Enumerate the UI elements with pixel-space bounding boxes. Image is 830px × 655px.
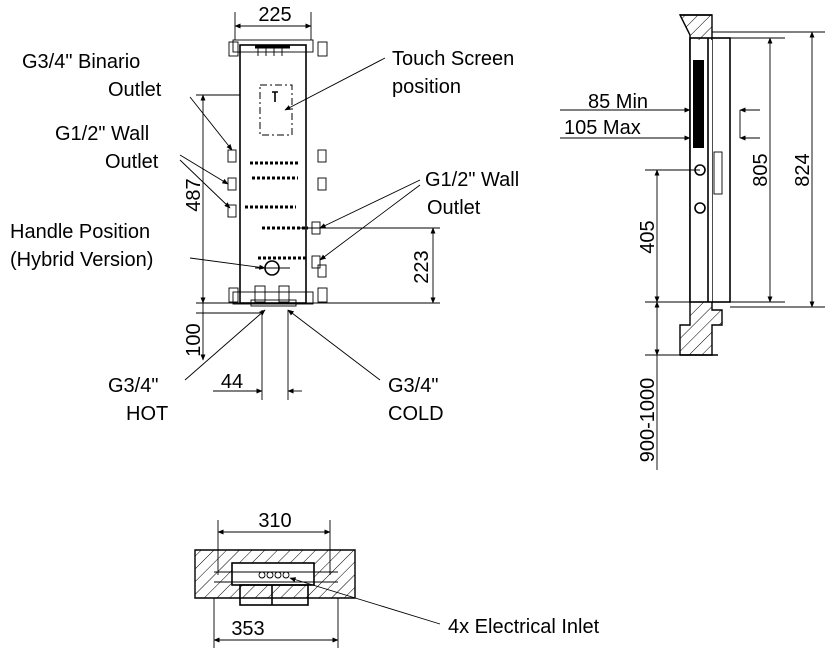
dim-353: 353 — [213, 598, 339, 648]
front-view — [227, 39, 328, 400]
side-knob-lower — [694, 202, 706, 214]
touch-screen-outline — [259, 84, 293, 136]
dim-353-label: 353 — [231, 618, 264, 640]
dim-44-label: 44 — [221, 371, 243, 393]
dim-824-label: 824 — [792, 153, 814, 186]
dim-100: 100 — [183, 303, 260, 361]
dim-225: 225 — [234, 4, 312, 40]
wall-outlet-left-label-1: G1/2" Wall — [55, 123, 149, 145]
handle-label-1: Handle Position — [10, 221, 150, 243]
top-fittings — [255, 45, 290, 56]
wall-outlet-left-label-2: Outlet — [105, 151, 159, 173]
depth-min-label: 85 Min — [588, 91, 648, 113]
dim-824: 824 — [712, 31, 825, 308]
side-handle-slot — [713, 151, 723, 195]
mounting-brackets — [227, 41, 328, 303]
depth-max-label: 105 Max — [564, 117, 641, 139]
dim-805: 805 — [730, 37, 785, 303]
internal-manifolds — [245, 161, 308, 260]
dim-805-label: 805 — [750, 153, 772, 186]
electrical-leader — [289, 577, 441, 625]
dim-depth: 85 Min 105 Max — [560, 91, 760, 141]
dim-225-label: 225 — [258, 4, 291, 26]
dim-405: 405 — [637, 169, 700, 303]
front-leaders — [179, 57, 421, 381]
plan-view — [194, 549, 356, 606]
plan-box-front — [239, 584, 309, 606]
side-view — [678, 14, 741, 356]
cold-label-2: COLD — [388, 403, 444, 425]
dim-44: 44 — [213, 371, 302, 394]
hot-label-2: HOT — [126, 403, 168, 425]
binario-label-1: G3/4" Binario — [22, 51, 140, 73]
bottom-inlets — [250, 285, 297, 307]
dim-223-label: 223 — [411, 250, 433, 283]
dim-223: 223 — [300, 227, 440, 304]
dim-floor: 900-1000 — [637, 301, 680, 470]
front-top-bracket — [232, 39, 314, 53]
binario-label-2: Outlet — [108, 79, 162, 101]
wall-outlet-right-label-2: Outlet — [427, 197, 481, 219]
dim-100-label: 100 — [183, 323, 205, 356]
hot-label-1: G3/4" — [108, 375, 158, 397]
dim-floor-label: 900-1000 — [637, 378, 659, 463]
touch-screen-marker — [272, 91, 278, 102]
front-bottom-bracket — [232, 291, 314, 305]
front-panel-body — [239, 44, 307, 304]
touch-screen-label-1: Touch Screen — [392, 48, 514, 70]
dim-310: 310 — [217, 510, 331, 575]
electrical-label: 4x Electrical Inlet — [448, 616, 600, 638]
dim-310-label: 310 — [258, 510, 291, 532]
touch-screen-label-2: position — [392, 76, 461, 98]
handle-label-2: (Hybrid Version) — [10, 249, 153, 271]
dim-487-label: 487 — [183, 178, 205, 211]
dim-487: 487 — [183, 94, 240, 304]
electrical-inlets — [258, 571, 290, 579]
cold-label-1: G3/4" — [388, 375, 438, 397]
wall-outlet-right-label-1: G1/2" Wall — [425, 169, 519, 191]
dim-405-label: 405 — [637, 220, 659, 253]
side-panel-screen — [693, 60, 704, 148]
